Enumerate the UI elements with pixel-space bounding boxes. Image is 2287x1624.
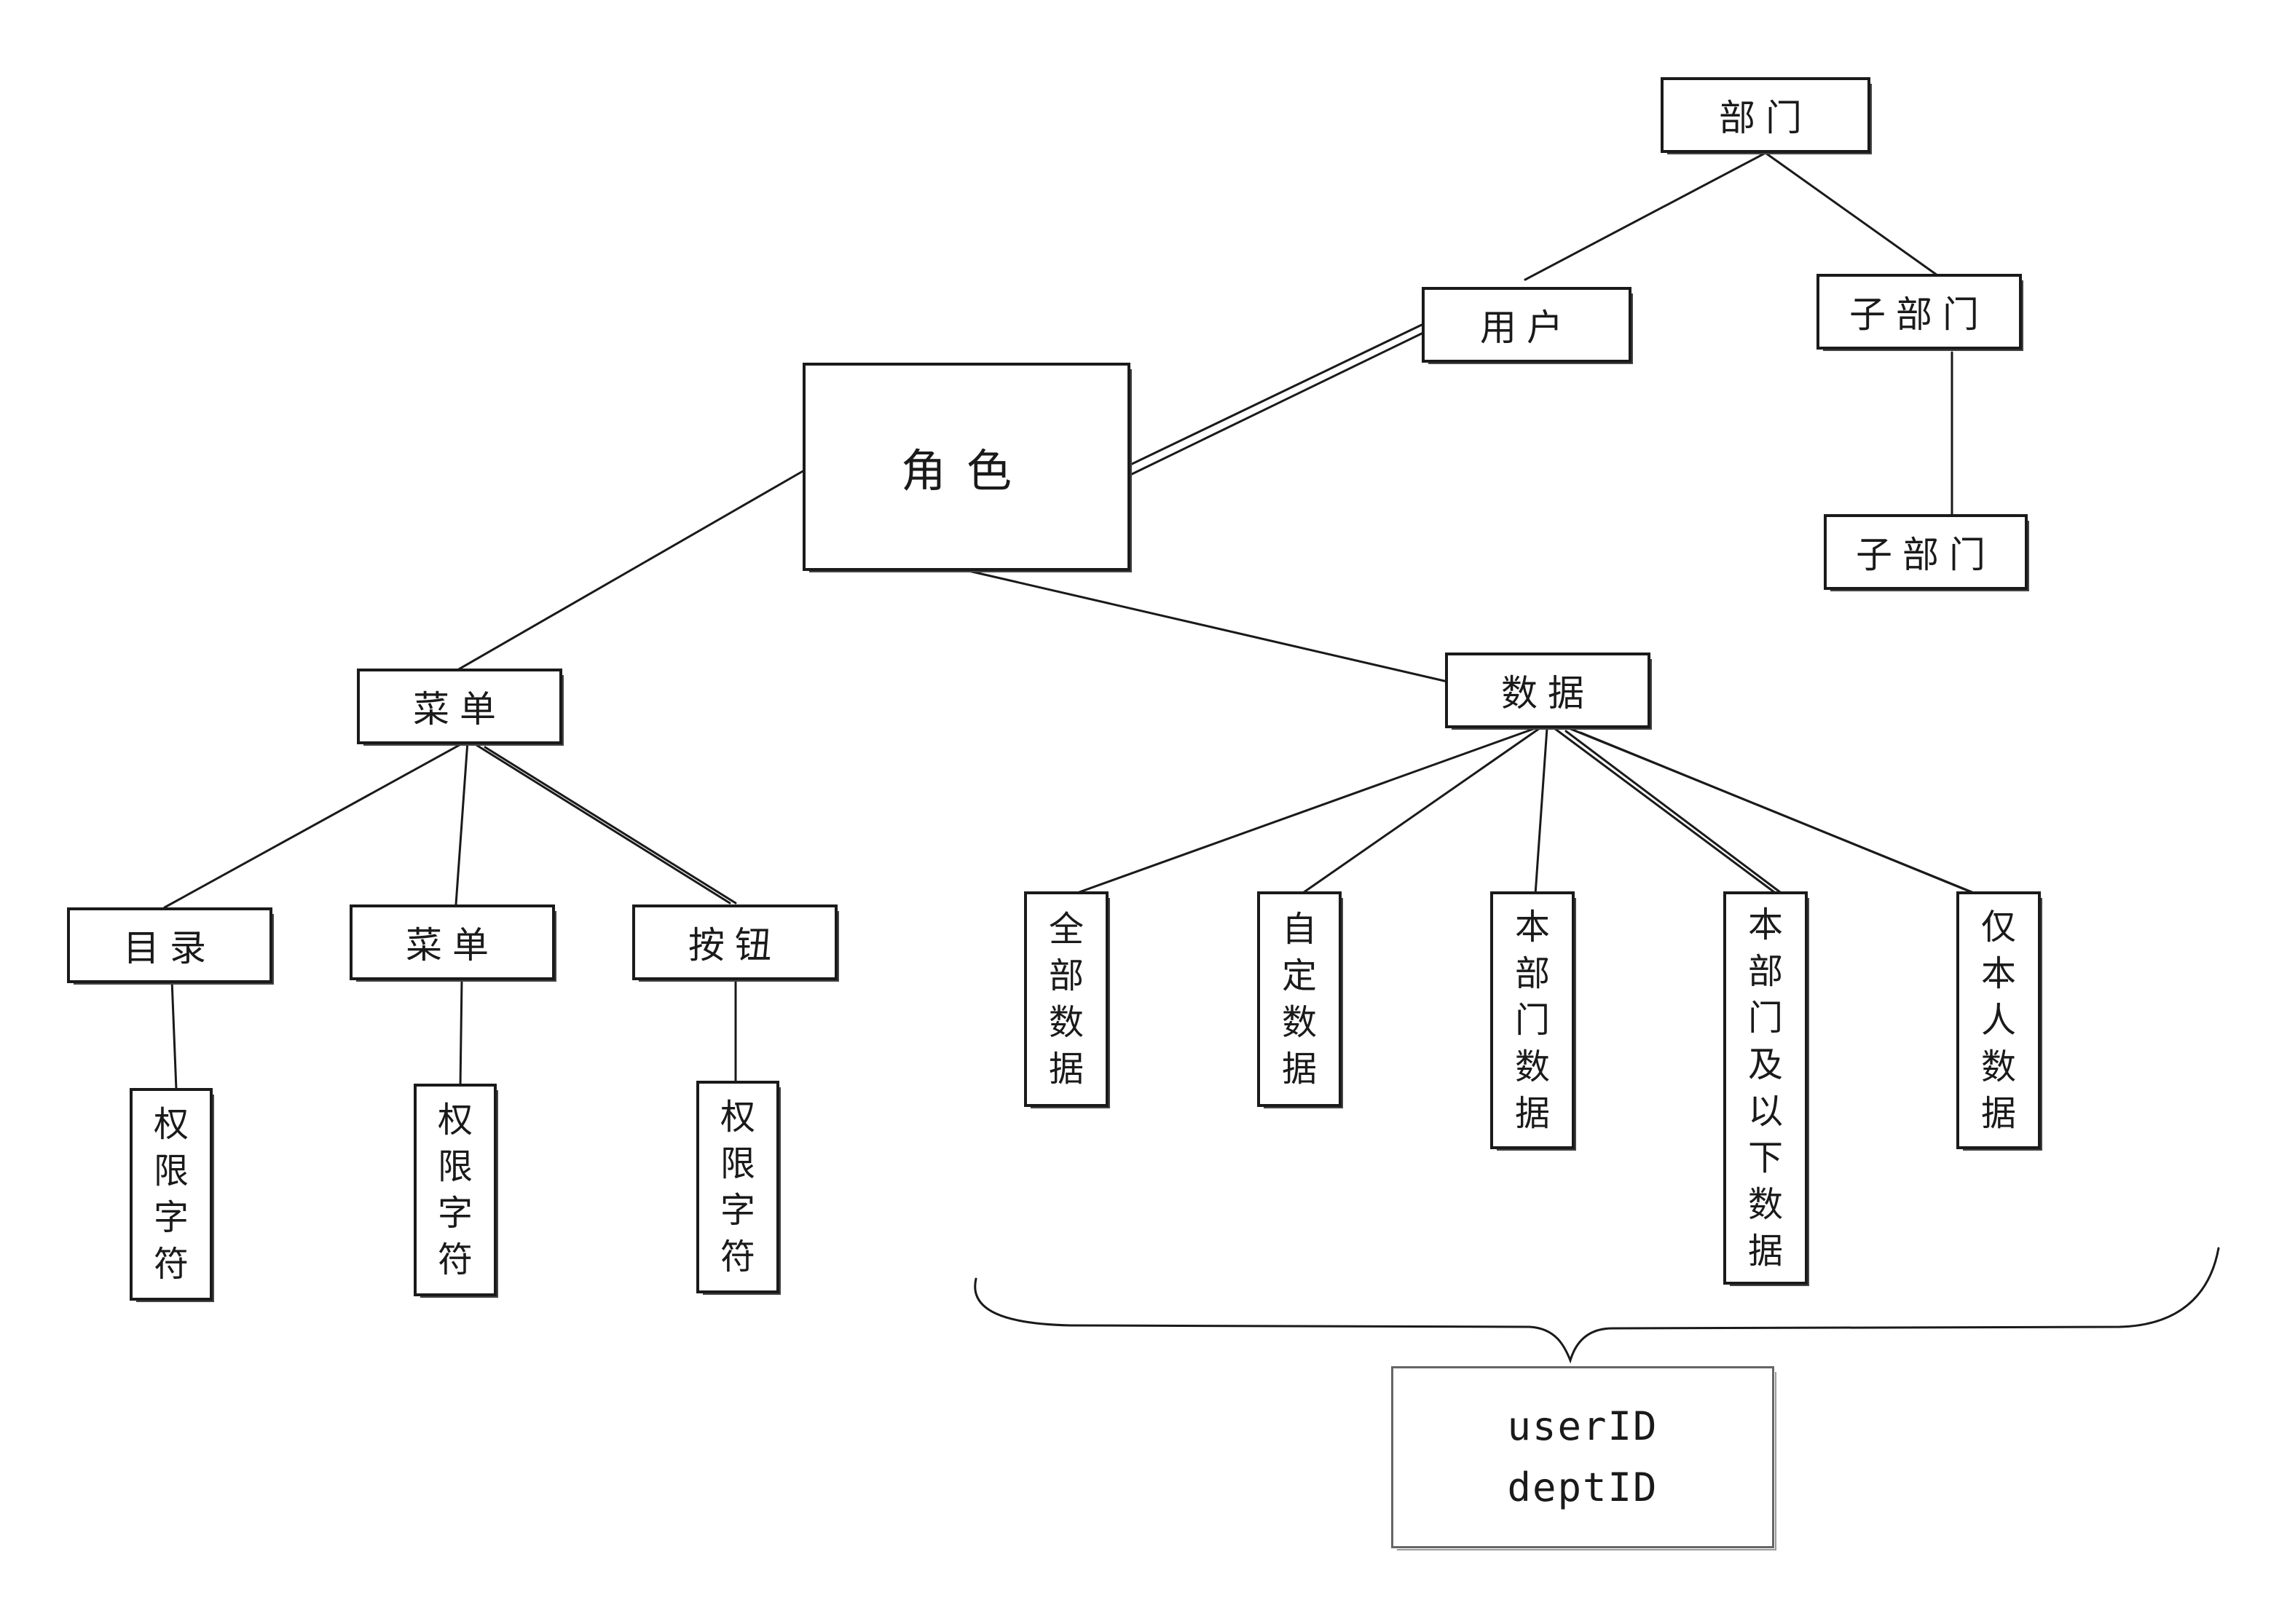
vertical-char: 字 <box>437 1193 473 1234</box>
edge-user-role-2 <box>1129 331 1426 476</box>
vertical-char: 数 <box>1514 1046 1550 1087</box>
vertical-char: 数 <box>1980 1046 2016 1087</box>
node-scope-dept-below: 本部门及以下数据 <box>1723 891 1809 1286</box>
node-data: 数据 <box>1445 653 1652 730</box>
edge-role-data <box>967 569 1455 685</box>
vertical-char: 据 <box>1747 1231 1783 1272</box>
vertical-char: 权 <box>153 1104 189 1145</box>
edge-dept-user <box>1524 151 1767 281</box>
node-permission-button: 权限字符 <box>696 1081 781 1295</box>
vertical-char: 数 <box>1281 1002 1317 1043</box>
edge-catalog-perm <box>170 979 178 1091</box>
vertical-char: 本 <box>1514 907 1550 947</box>
edge-data-self-2 <box>1579 731 1978 896</box>
node-scope-all: 全部数据 <box>1024 891 1110 1108</box>
vertical-char: 人 <box>1980 1000 2016 1041</box>
node-menu: 菜单 <box>357 669 564 746</box>
edge-menu-menuitem <box>454 740 469 906</box>
vertical-char: 全 <box>1048 909 1084 950</box>
node-scope-self: 仅本人数据 <box>1956 891 2042 1151</box>
edge-data-all <box>1068 727 1537 897</box>
vertical-char: 字 <box>153 1197 189 1238</box>
node-permission-catalog: 权限字符 <box>130 1088 214 1302</box>
node-catalog: 目录 <box>67 907 274 985</box>
vertical-char: 门 <box>1747 998 1783 1038</box>
edge-data-dept <box>1534 727 1548 896</box>
edge-user-role <box>1126 323 1423 468</box>
vertical-char: 数 <box>1048 1002 1084 1043</box>
node-user: 用户 <box>1422 287 1633 364</box>
edge-data-deptbelow-2 <box>1564 730 1784 896</box>
vertical-char: 据 <box>1281 1049 1317 1089</box>
edge-menu-button-2 <box>484 746 737 904</box>
node-permission-menu: 权限字符 <box>414 1084 498 1298</box>
vertical-char: 符 <box>437 1239 473 1280</box>
vertical-char: 限 <box>437 1146 473 1187</box>
vertical-char: 本 <box>1747 904 1783 945</box>
vertical-char: 门 <box>1514 1000 1550 1041</box>
edge-data-custom <box>1299 727 1541 896</box>
edge-menu-catalog <box>163 740 468 909</box>
edge-menu-button <box>469 740 731 904</box>
vertical-char: 符 <box>153 1244 189 1285</box>
edge-data-deptbelow <box>1553 727 1779 896</box>
vertical-char: 数 <box>1747 1184 1783 1225</box>
vertical-char: 定 <box>1281 955 1317 996</box>
vertical-char: 限 <box>720 1143 755 1184</box>
vertical-char: 限 <box>153 1151 189 1191</box>
node-role: 角色 <box>803 363 1132 572</box>
node-scope-dept: 本部门数据 <box>1490 891 1576 1151</box>
scope-brace <box>974 1247 2220 1364</box>
vertical-char: 以 <box>1747 1091 1783 1132</box>
node-subdept: 子部门 <box>1816 274 2023 351</box>
edge-menuitem-perm <box>459 979 463 1088</box>
vertical-char: 据 <box>1980 1093 2016 1134</box>
edge-dept-subdept <box>1764 151 1939 277</box>
edge-role-menu <box>456 469 806 671</box>
node-subdept-child: 子部门 <box>1824 514 2029 591</box>
node-menu-item: 菜单 <box>350 904 556 982</box>
vertical-char: 权 <box>437 1100 473 1140</box>
field-user-id: userID <box>1507 1403 1658 1449</box>
vertical-char: 仅 <box>1980 907 2016 947</box>
vertical-char: 部 <box>1048 955 1084 996</box>
field-dept-id: deptID <box>1507 1465 1658 1510</box>
vertical-char: 下 <box>1747 1138 1783 1178</box>
vertical-char: 据 <box>1514 1093 1550 1134</box>
vertical-char: 权 <box>720 1097 755 1138</box>
vertical-char: 部 <box>1747 951 1783 992</box>
vertical-char: 字 <box>720 1190 755 1231</box>
vertical-char: 本 <box>1980 953 2016 994</box>
vertical-char: 及 <box>1747 1044 1783 1085</box>
node-button: 按钮 <box>632 904 839 982</box>
vertical-char: 部 <box>1514 953 1550 994</box>
vertical-char: 符 <box>720 1237 755 1277</box>
node-dept: 部门 <box>1661 77 1872 154</box>
vertical-char: 据 <box>1048 1049 1084 1089</box>
vertical-char: 自 <box>1281 909 1317 950</box>
node-scope-fields: userID deptID <box>1391 1366 1776 1550</box>
node-scope-custom: 自定数据 <box>1257 891 1343 1108</box>
